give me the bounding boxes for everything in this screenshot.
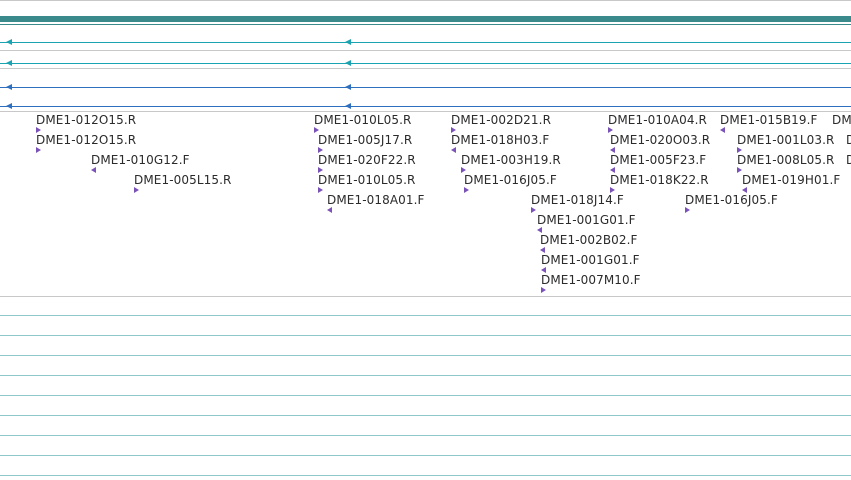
forward-strand-icon: [737, 167, 742, 173]
forward-strand-icon: [318, 147, 323, 153]
reverse-strand-icon: [610, 147, 615, 153]
reverse-strand-icon: [742, 187, 747, 193]
forward-strand-icon: [737, 147, 742, 153]
strand-arrow-icon: [345, 84, 351, 90]
clone-end-label[interactable]: DME1-001L03.R: [737, 133, 835, 147]
strand-arrow-icon: [6, 60, 12, 66]
alignment-track-line[interactable]: [0, 87, 851, 88]
forward-strand-icon: [314, 127, 319, 133]
strand-arrow-icon: [345, 103, 351, 109]
alignment-track-line[interactable]: [0, 106, 851, 107]
clone-end-label[interactable]: DME1-018H03.F: [451, 133, 550, 147]
clone-end-label[interactable]: DME1-012O15.R: [36, 133, 137, 147]
strand-arrow-icon: [6, 84, 12, 90]
forward-strand-icon: [610, 187, 615, 193]
alignment-track-line[interactable]: [0, 42, 851, 43]
top-border: [0, 0, 851, 1]
reverse-strand-icon: [327, 207, 332, 213]
grid-line: [0, 355, 851, 356]
clone-end-label[interactable]: DME1-015B19.F: [720, 113, 818, 127]
forward-strand-icon: [531, 207, 536, 213]
clone-end-label[interactable]: DME1-005L15.R: [134, 173, 232, 187]
track-header-bar: [0, 16, 851, 22]
clone-end-label[interactable]: DME1-020F22.R: [318, 153, 416, 167]
forward-strand-icon: [685, 207, 690, 213]
clone-end-label[interactable]: DME1-003H19.R: [461, 153, 561, 167]
panel-separator: [0, 296, 851, 297]
clone-end-label[interactable]: DME1-018A01.F: [327, 193, 425, 207]
alignment-track-line[interactable]: [0, 63, 851, 64]
clone-end-label[interactable]: D: [846, 153, 851, 167]
clone-end-label[interactable]: DME1-010A04.R: [608, 113, 707, 127]
grid-line: [0, 475, 851, 476]
grid-line: [0, 435, 851, 436]
reverse-strand-icon: [540, 247, 545, 253]
clone-end-label[interactable]: DME1-020O03.R: [610, 133, 711, 147]
grid-line: [0, 335, 851, 336]
clone-end-label[interactable]: DME1-001G01.F: [541, 253, 640, 267]
forward-strand-icon: [464, 187, 469, 193]
clone-end-label[interactable]: DME1-005F23.F: [610, 153, 707, 167]
clone-end-label[interactable]: DME1-010G12.F: [91, 153, 190, 167]
forward-strand-icon: [36, 147, 41, 153]
grid-line: [0, 455, 851, 456]
clone-end-label[interactable]: DME1-018K22.R: [610, 173, 709, 187]
strand-arrow-icon: [345, 39, 351, 45]
clone-end-label[interactable]: DME1-008L05.R: [737, 153, 835, 167]
clone-end-label[interactable]: DME1-005J17.R: [318, 133, 413, 147]
reverse-strand-icon: [541, 267, 546, 273]
track-separator: [0, 111, 851, 112]
reverse-strand-icon: [537, 227, 542, 233]
clone-end-label[interactable]: DME1-018J14.F: [531, 193, 624, 207]
grid-line: [0, 415, 851, 416]
clone-end-label[interactable]: DME1-007M10.F: [541, 273, 641, 287]
strand-arrow-icon: [6, 103, 12, 109]
clone-end-label[interactable]: DM: [832, 113, 851, 127]
clone-end-label[interactable]: DME1-012O15.R: [36, 113, 137, 127]
reverse-strand-icon: [451, 147, 456, 153]
strand-arrow-icon: [6, 39, 12, 45]
grid-line: [0, 315, 851, 316]
forward-strand-icon: [134, 187, 139, 193]
track-separator: [0, 50, 851, 51]
clone-end-label[interactable]: DME1-016J05.F: [464, 173, 557, 187]
clone-end-label[interactable]: DME1-002D21.R: [451, 113, 552, 127]
forward-strand-icon: [451, 127, 456, 133]
clone-end-label[interactable]: DME1-010L05.R: [318, 173, 416, 187]
clone-end-label[interactable]: DME1-010L05.R: [314, 113, 412, 127]
forward-strand-icon: [318, 167, 323, 173]
forward-strand-icon: [318, 187, 323, 193]
strand-arrow-icon: [345, 60, 351, 66]
reverse-strand-icon: [610, 167, 615, 173]
forward-strand-icon: [461, 167, 466, 173]
forward-strand-icon: [36, 127, 41, 133]
grid-line: [0, 395, 851, 396]
forward-strand-icon: [541, 287, 546, 293]
grid-line: [0, 375, 851, 376]
clone-end-label[interactable]: DME1-002B02.F: [540, 233, 638, 247]
track-separator: [0, 68, 851, 69]
clone-end-label[interactable]: D: [846, 133, 851, 147]
clone-end-label[interactable]: DME1-019H01.F: [742, 173, 841, 187]
clone-end-label[interactable]: DME1-001G01.F: [537, 213, 636, 227]
track-header-underline: [0, 24, 851, 25]
forward-strand-icon: [608, 127, 613, 133]
reverse-strand-icon: [91, 167, 96, 173]
clone-end-label[interactable]: DME1-016J05.F: [685, 193, 778, 207]
reverse-strand-icon: [720, 127, 725, 133]
